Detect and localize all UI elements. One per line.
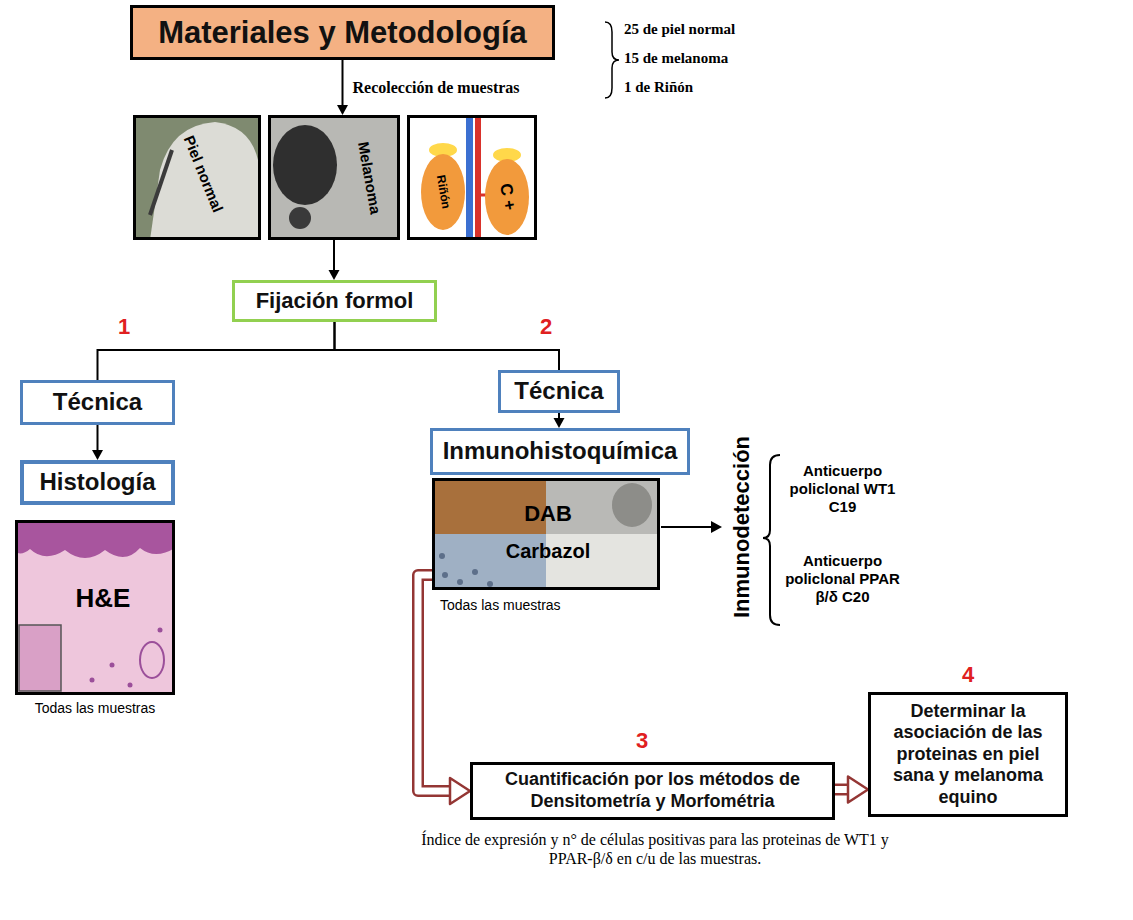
- connector: [554, 413, 565, 428]
- connector: [329, 240, 340, 280]
- box-label: Técnica: [514, 377, 603, 406]
- connector-line: [335, 322, 560, 370]
- process-box: Inmunohistoquímica: [430, 428, 691, 475]
- callout-number: 2: [540, 314, 552, 340]
- photo-caption: Carbazol: [506, 540, 590, 562]
- box-label: Determinar la asociación de las proteina…: [881, 701, 1055, 809]
- follicle: [140, 642, 164, 678]
- photo-ground: [268, 115, 400, 240]
- connector-line: [98, 322, 335, 380]
- cell: [110, 663, 115, 668]
- process-box: Técnica: [20, 380, 175, 425]
- connector-line: [333, 240, 335, 271]
- cell: [442, 572, 448, 578]
- cell: [439, 553, 445, 559]
- connector: [337, 60, 348, 115]
- arrowhead: [450, 778, 470, 804]
- photo-panel: DAB Carbazol: [432, 478, 660, 590]
- photo-panel: Piel normal: [133, 115, 261, 240]
- edge-label: Recolección de muestras: [353, 78, 520, 97]
- sample-count: 1 de Riñón: [624, 78, 693, 96]
- epidermis: [15, 520, 175, 558]
- box-label: Cuantificación por los métodos de Densit…: [483, 769, 822, 812]
- photo-panel: Riñón C +: [407, 115, 537, 240]
- vena-cava: [466, 118, 473, 237]
- kidney-right: [485, 159, 529, 235]
- photo-caption: Riñón: [434, 174, 453, 210]
- melanoma-nodule: [289, 207, 311, 229]
- photo-ground: [133, 115, 261, 240]
- vertical-heading: Inmunodetección: [729, 436, 755, 618]
- connector-line: [342, 60, 344, 106]
- note: Índice de expresión y n° de células posi…: [400, 830, 910, 868]
- photo-caption: H&E: [76, 584, 131, 613]
- sample-count: 15 de melanoma: [624, 49, 728, 67]
- box-label: Materiales y Metodología: [158, 14, 527, 51]
- cell: [90, 678, 95, 683]
- detection-arrowhead: [711, 521, 722, 533]
- connector: [335, 322, 560, 370]
- halter-strap: [150, 150, 172, 215]
- connector-line: [97, 425, 99, 451]
- connector: [98, 322, 335, 380]
- melanoma-mass: [273, 125, 337, 205]
- callout-number: 4: [962, 662, 974, 688]
- photo-caption: C +: [495, 182, 518, 212]
- title-box: Materiales y Metodología: [130, 5, 555, 60]
- kidney-left: [421, 154, 465, 230]
- detection-arrow: [661, 526, 712, 528]
- photo-panel: H&E: [15, 520, 175, 695]
- photo-ground: [407, 115, 537, 240]
- hollow-arrow: [835, 777, 868, 803]
- antibody-bracket: [763, 455, 780, 625]
- horse-head: [150, 122, 258, 240]
- cell: [158, 628, 163, 633]
- box-label: Histología: [39, 468, 155, 497]
- cell: [487, 581, 493, 587]
- kidney-drawing: [407, 115, 537, 240]
- arrowhead: [848, 777, 868, 803]
- callout-number: 3: [636, 728, 648, 754]
- result-box: Determinar la asociación de las proteina…: [868, 692, 1068, 817]
- horse-photo: [133, 115, 261, 240]
- arrowhead: [554, 418, 565, 428]
- arrowhead: [337, 105, 348, 115]
- box-label: Técnica: [53, 388, 142, 417]
- antibody-label: Anticuerpo policlonal WT1 C19: [785, 462, 900, 516]
- process-box: Histología: [20, 460, 175, 505]
- box-label: Inmunohistoquímica: [443, 437, 678, 466]
- box-label: Fijación formol: [256, 288, 414, 314]
- connector: [92, 425, 103, 460]
- arrowhead: [329, 270, 340, 280]
- sample-count: 25 de piel normal: [624, 20, 735, 38]
- inset: [19, 625, 61, 691]
- cell: [457, 579, 463, 585]
- photo-caption: Piel normal: [180, 133, 226, 214]
- arrowhead: [92, 450, 103, 460]
- horse-lesion: [612, 483, 652, 527]
- note: Todas las muestras: [440, 597, 561, 614]
- cell: [128, 683, 133, 688]
- process-box: Cuantificación por los métodos de Densit…: [470, 762, 835, 820]
- callout-number: 1: [118, 314, 130, 340]
- note: Todas las muestras: [15, 700, 175, 717]
- melanoma-photo: [268, 115, 400, 240]
- process-box: Técnica: [498, 370, 620, 413]
- sample-bracket: [605, 22, 619, 98]
- cell: [472, 569, 478, 575]
- he-micrograph: [15, 520, 175, 695]
- photo-caption: Melanoma: [355, 140, 384, 215]
- ihc-micrographs: [432, 478, 660, 590]
- process-box: Fijación formol: [232, 280, 437, 322]
- photo-caption: DAB: [524, 502, 572, 526]
- antibody-label: Anticuerpo policlonal PPAR β/δ C20: [785, 552, 900, 606]
- aorta: [475, 118, 481, 237]
- dermis: [15, 520, 175, 695]
- photo-panel: Melanoma: [268, 115, 400, 240]
